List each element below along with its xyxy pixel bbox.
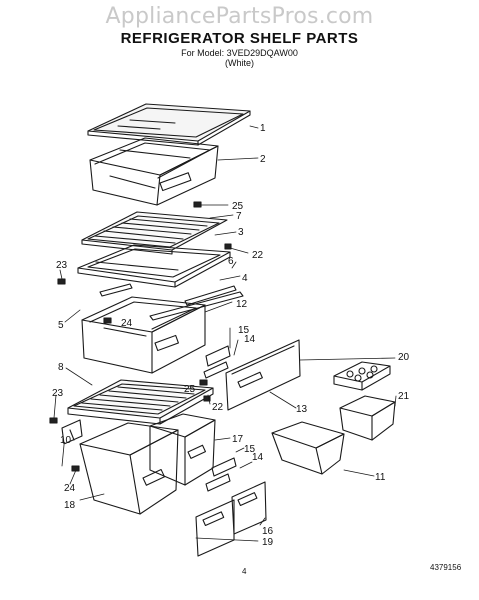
- callout-24-upper: 24: [121, 318, 133, 329]
- callout-6: 6: [228, 256, 234, 267]
- callout-17: 17: [232, 434, 244, 445]
- part-11-door-bin: [271, 421, 345, 475]
- callout-22-lower: 22: [212, 402, 224, 413]
- watermark: AppliancePartsPros.com: [105, 4, 374, 29]
- callout-13: 13: [296, 404, 308, 415]
- callout-8: 8: [58, 362, 64, 373]
- callout-numbers: 1 2 25 7 3 22 6 4 23 5 24 12 15 14 20 8 …: [52, 123, 410, 548]
- part-16-19-drawer-fronts: [195, 481, 267, 557]
- callout-19: 19: [262, 537, 274, 548]
- color-line: (White): [225, 58, 254, 68]
- part-7-shelf: [81, 211, 228, 255]
- callout-21: 21: [398, 391, 410, 402]
- part-4-rails: [99, 283, 244, 321]
- callout-20: 20: [398, 352, 410, 363]
- callout-22-upper: 22: [252, 250, 264, 261]
- callout-10: 10: [60, 435, 72, 446]
- callout-23-lower: 23: [52, 388, 64, 399]
- part-8-lower-shelf: [67, 379, 214, 425]
- part-12-drawer: [81, 296, 206, 374]
- callout-14-upper: 14: [244, 334, 256, 345]
- callout-23-upper: 23: [56, 260, 68, 271]
- part-17-right-bin: [149, 413, 216, 486]
- part-13-drawer-front: [225, 339, 301, 411]
- callout-11: 11: [375, 472, 386, 483]
- callout-18: 18: [64, 500, 76, 511]
- page-number: 4: [242, 567, 247, 576]
- callout-16: 16: [262, 526, 274, 537]
- part-2-crisper-tray: [89, 137, 219, 206]
- part-18-left-bin: [79, 422, 179, 515]
- leader-lines: [53, 125, 397, 542]
- clip-hardware: [49, 201, 232, 472]
- callout-25-upper: 25: [232, 201, 244, 212]
- callout-1: 1: [260, 123, 266, 134]
- callout-3: 3: [238, 227, 244, 238]
- part-10-shelf-rail: [61, 419, 83, 445]
- callout-4: 4: [242, 273, 248, 284]
- part-20-egg-tray: [333, 361, 391, 391]
- part-1-glass-shelf: [87, 103, 251, 146]
- callout-15-upper: 15: [238, 325, 250, 336]
- callout-12: 12: [236, 299, 248, 310]
- document-part-number: 4379156: [430, 563, 462, 572]
- model-line: For Model: 3VED29DQAW00: [181, 48, 298, 58]
- callout-15-lower: 15: [244, 444, 256, 455]
- callout-2: 2: [260, 154, 266, 165]
- part-3-shelf-frame: [77, 244, 231, 288]
- part-21-butter-bin: [339, 395, 396, 441]
- callout-25-lower: 25: [184, 384, 196, 395]
- callout-24-lower: 24: [64, 483, 76, 494]
- diagram-title: REFRIGERATOR SHELF PARTS: [120, 30, 359, 47]
- callout-7: 7: [236, 211, 242, 222]
- part-14-15-clips-lower: [205, 457, 237, 492]
- callout-5: 5: [58, 320, 64, 331]
- part-14-15-clips-upper: [203, 345, 231, 379]
- callout-14-lower: 14: [252, 452, 264, 463]
